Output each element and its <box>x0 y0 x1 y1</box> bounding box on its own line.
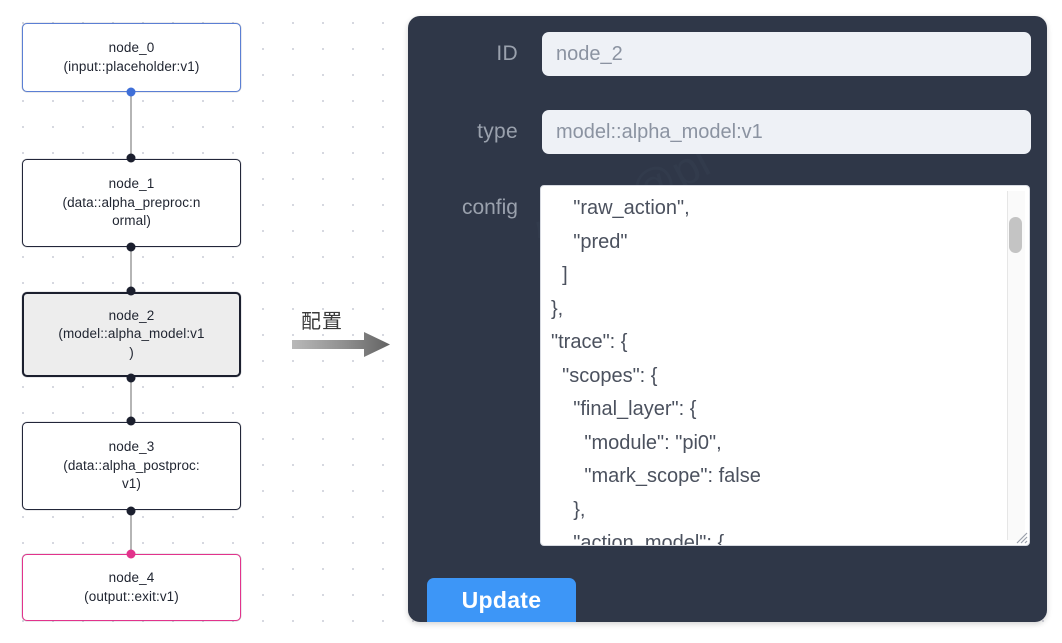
config-textarea[interactable]: "raw_action", "pred" ] }, "trace": { "sc… <box>540 185 1030 546</box>
edge-node1-node2 <box>130 246 132 292</box>
graph-node-label: node_0 (input::placeholder:v1) <box>63 40 200 74</box>
graph-node-node_0[interactable]: node_0 (input::placeholder:v1) <box>22 23 241 92</box>
field-row-id: ID <box>424 32 1031 76</box>
node-handle-node_1-target[interactable] <box>126 153 136 163</box>
node-handle-node_2-target[interactable] <box>126 286 136 296</box>
right-arrow-icon <box>292 332 390 357</box>
type-field-input[interactable] <box>542 110 1031 154</box>
update-button[interactable]: Update <box>427 578 576 622</box>
edge-node0-node1 <box>130 91 132 159</box>
graph-node-label: node_3 (data::alpha_postproc: v1) <box>63 439 200 492</box>
graph-node-node_4[interactable]: node_4 (output::exit:v1) <box>22 554 241 621</box>
config-scrollbar-thumb[interactable] <box>1009 217 1022 253</box>
node-handle-node_2-source[interactable] <box>126 373 136 383</box>
graph-node-label: node_1 (data::alpha_preproc:n ormal) <box>62 176 201 229</box>
field-row-type: type <box>424 110 1031 154</box>
type-field-label: type <box>477 120 518 143</box>
node-handle-node_3-source[interactable] <box>126 506 136 516</box>
graph-node-node_3[interactable]: node_3 (data::alpha_postproc: v1) <box>22 422 241 510</box>
connector-label: 配置 <box>301 311 343 333</box>
node-handle-node_0-source[interactable] <box>126 87 136 97</box>
graph-node-node_1[interactable]: node_1 (data::alpha_preproc:n ormal) <box>22 159 241 247</box>
node-handle-node_1-source[interactable] <box>126 242 136 252</box>
node-handle-node_3-target[interactable] <box>126 416 136 426</box>
graph-node-label: node_4 (output::exit:v1) <box>84 570 179 604</box>
id-field-label: ID <box>496 42 518 65</box>
edge-node2-node3 <box>130 377 132 422</box>
graph-node-node_2[interactable]: node_2 (model::alpha_model:v1 ) <box>22 292 241 377</box>
edge-node3-node4 <box>130 510 132 554</box>
node-handle-node_4-target[interactable] <box>126 549 136 559</box>
id-field-input[interactable] <box>542 32 1031 76</box>
config-field-wrapper: "raw_action", "pred" ] }, "trace": { "sc… <box>540 185 1030 546</box>
graph-node-label: node_2 (model::alpha_model:v1 ) <box>58 307 205 360</box>
config-field-label: config <box>461 196 518 219</box>
